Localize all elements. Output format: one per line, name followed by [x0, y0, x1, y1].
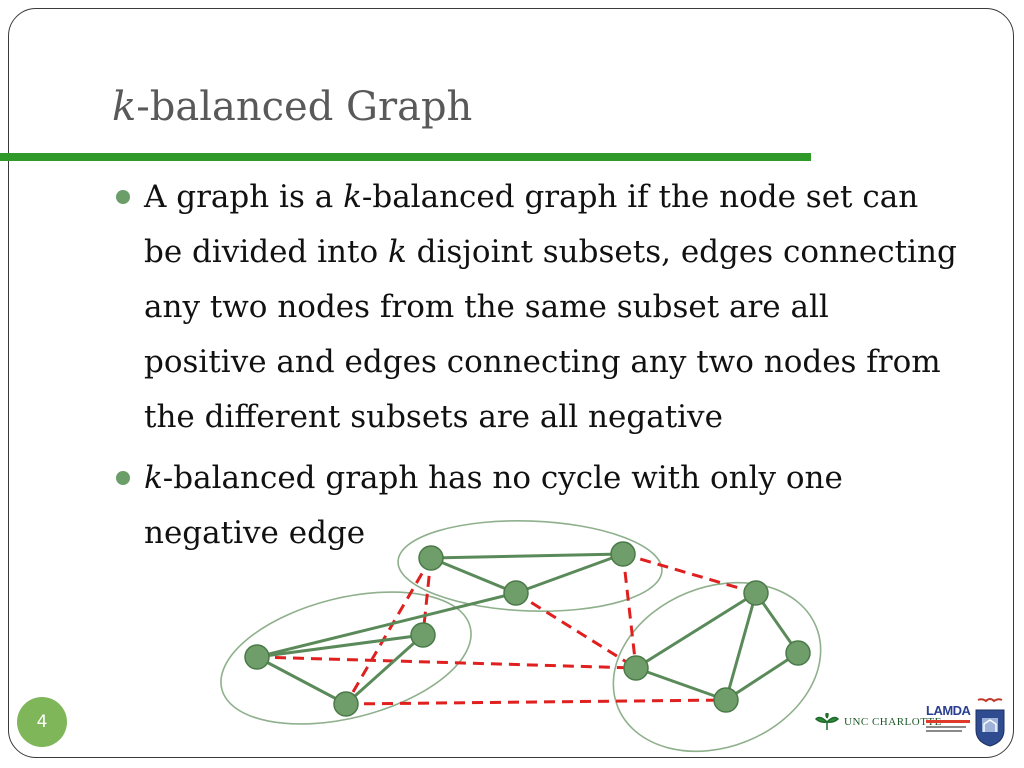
nju-crest-icon [975, 698, 1005, 747]
unc-leaf-icon [814, 713, 840, 730]
bullet-item-1: A graph is a k-balanced graph if the nod… [110, 170, 960, 445]
graph-node [333, 691, 359, 717]
bullet-1-part-2: k [343, 179, 362, 215]
subset-ellipses [220, 519, 822, 753]
subset-ellipse-right [612, 581, 822, 753]
lamda-logo-bar [926, 720, 970, 723]
title-italic-k: k [112, 84, 137, 130]
bullet-2-part-1: k [144, 460, 163, 496]
graph-node [713, 687, 739, 713]
positive-edge [430, 556, 517, 595]
lamda-logo: LAMDA [926, 700, 972, 736]
unc-charlotte-logo: UNC CHARLOTTE [814, 712, 942, 732]
graph-node [418, 545, 444, 571]
bullet-text-2: k-balanced graph has no cycle with only … [144, 451, 884, 561]
graph-nodes [244, 541, 811, 717]
positive-edge [635, 666, 727, 702]
positive-edge [635, 591, 757, 670]
negative-edge [256, 655, 637, 670]
positive-edge [724, 592, 758, 701]
title-underline-bar [0, 153, 811, 161]
lamda-logo-line [926, 730, 962, 732]
lamda-logo-text: LAMDA [926, 703, 971, 718]
bullet-2-part-2: -balanced graph has no cycle with only o… [144, 460, 843, 551]
positive-edge [725, 651, 799, 702]
negative-edge [622, 552, 757, 595]
graph-node [610, 541, 636, 567]
bullet-1-part-4: k [387, 234, 407, 270]
bullet-list: A graph is a k-balanced graph if the nod… [110, 170, 960, 567]
subset-ellipse-top [397, 519, 663, 613]
page-number-badge: 4 [17, 697, 67, 747]
positive-edge [256, 633, 424, 659]
negative-edge [515, 591, 637, 670]
negative-edge [421, 557, 433, 636]
title-text: -balanced Graph [136, 84, 473, 130]
bullet-item-2: k-balanced graph has no cycle with only … [110, 451, 960, 561]
graph-node [785, 640, 811, 666]
bullet-1-part-5: disjoint subsets, edges connecting any t… [144, 234, 957, 435]
bullet-text-1: A graph is a k-balanced graph if the nod… [144, 179, 957, 435]
bullet-1-part-1: A graph is a [144, 179, 344, 215]
positive-edge [430, 552, 624, 560]
bullet-1-part-3: -balanced graph if the node set can be d… [144, 179, 919, 270]
positive-edge [256, 591, 517, 659]
negative-edge [621, 553, 638, 669]
graph-node [410, 622, 436, 648]
lamda-logo-line [926, 726, 966, 728]
positive-edge [515, 552, 624, 595]
slide-frame [8, 8, 1014, 758]
unc-logo-text: UNC CHARLOTTE [844, 716, 942, 728]
bullet-dot-icon [116, 471, 130, 485]
negative-edges [256, 552, 757, 706]
negative-edge [345, 698, 727, 706]
positive-edges [256, 552, 800, 706]
graph-node [743, 580, 769, 606]
bullet-dot-icon [116, 190, 130, 204]
negative-edge [344, 557, 433, 705]
graph-node [623, 655, 649, 681]
slide-title: k-balanced Graph [112, 84, 472, 130]
graph-node [244, 644, 270, 670]
subset-ellipse-left [220, 591, 472, 725]
graph-node [503, 580, 529, 606]
positive-edge [344, 633, 425, 706]
positive-edge [256, 655, 347, 706]
